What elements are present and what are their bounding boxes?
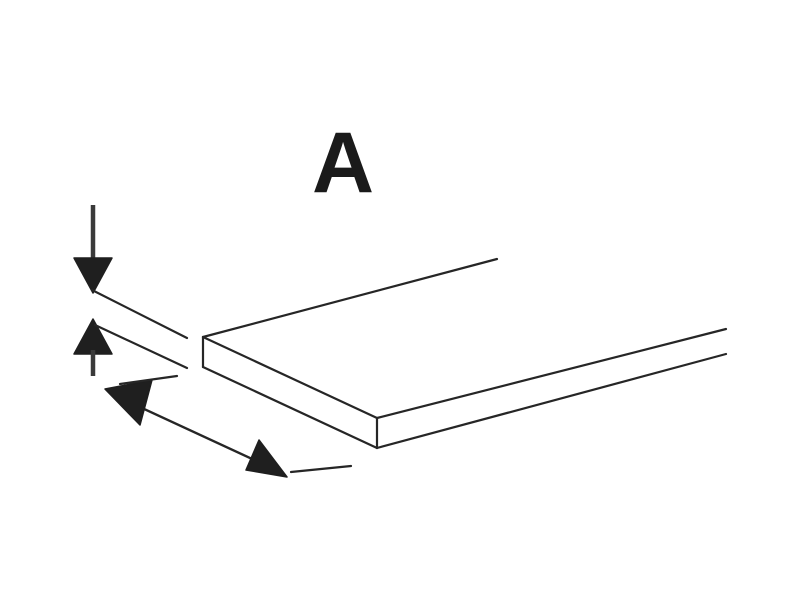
width-dimension-group bbox=[104, 374, 353, 478]
thickness-extension-line-top bbox=[90, 288, 189, 340]
arrow-down-icon bbox=[73, 257, 113, 294]
thickness-extension-line-bottom bbox=[93, 323, 189, 370]
width-leader-line-upper bbox=[118, 374, 179, 386]
plate-front-right-top-edge bbox=[375, 327, 728, 420]
arrow-upper-left-icon bbox=[104, 379, 153, 426]
arrow-lower-right-icon bbox=[245, 439, 288, 478]
width-leader-line-lower bbox=[289, 464, 353, 474]
page-title: A bbox=[312, 115, 374, 211]
plate-front-right-bottom-edge bbox=[375, 352, 728, 450]
plate-front-left-top-edge bbox=[201, 335, 379, 420]
plate-back-top-edge bbox=[201, 257, 499, 339]
plate-front-left-bottom-edge bbox=[201, 365, 379, 450]
plate-solid bbox=[201, 257, 728, 450]
thickness-dimension-group bbox=[73, 205, 189, 376]
